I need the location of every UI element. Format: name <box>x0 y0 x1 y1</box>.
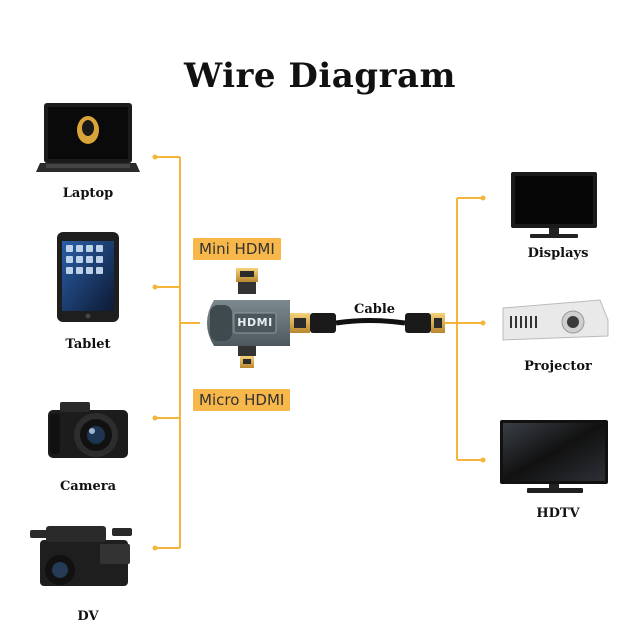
hdtv-label: HDTV <box>536 506 580 521</box>
left-connector-lines <box>155 156 200 549</box>
left-connector-dots <box>152 154 158 551</box>
adapter-hdmi-text: HDMI <box>237 316 273 329</box>
projector-label: Projector <box>524 359 592 374</box>
hdmi-adapter <box>207 268 310 368</box>
displays-label: Displays <box>527 246 589 261</box>
projector-icon <box>502 299 609 341</box>
laptop-icon <box>36 103 140 172</box>
tablet-label: Tablet <box>65 337 111 352</box>
diagram-title: Wire Diagram <box>183 56 456 96</box>
hdmi-cable <box>310 313 445 333</box>
displays-icon <box>511 172 597 238</box>
cable-label: Cable <box>354 302 396 317</box>
right-connector-lines <box>440 197 483 461</box>
camera-label: Camera <box>59 479 117 494</box>
right-connector-dots <box>480 195 486 463</box>
micro-hdmi-tag: Micro HDMI <box>193 389 291 411</box>
laptop-label: Laptop <box>62 186 114 201</box>
tablet-icon <box>57 232 119 322</box>
camera-icon <box>48 402 128 458</box>
mini-hdmi-tag: Mini HDMI <box>193 238 281 260</box>
dv-label: DV <box>77 609 99 624</box>
dv-camcorder-icon <box>30 526 132 586</box>
hdtv-icon <box>500 420 608 493</box>
